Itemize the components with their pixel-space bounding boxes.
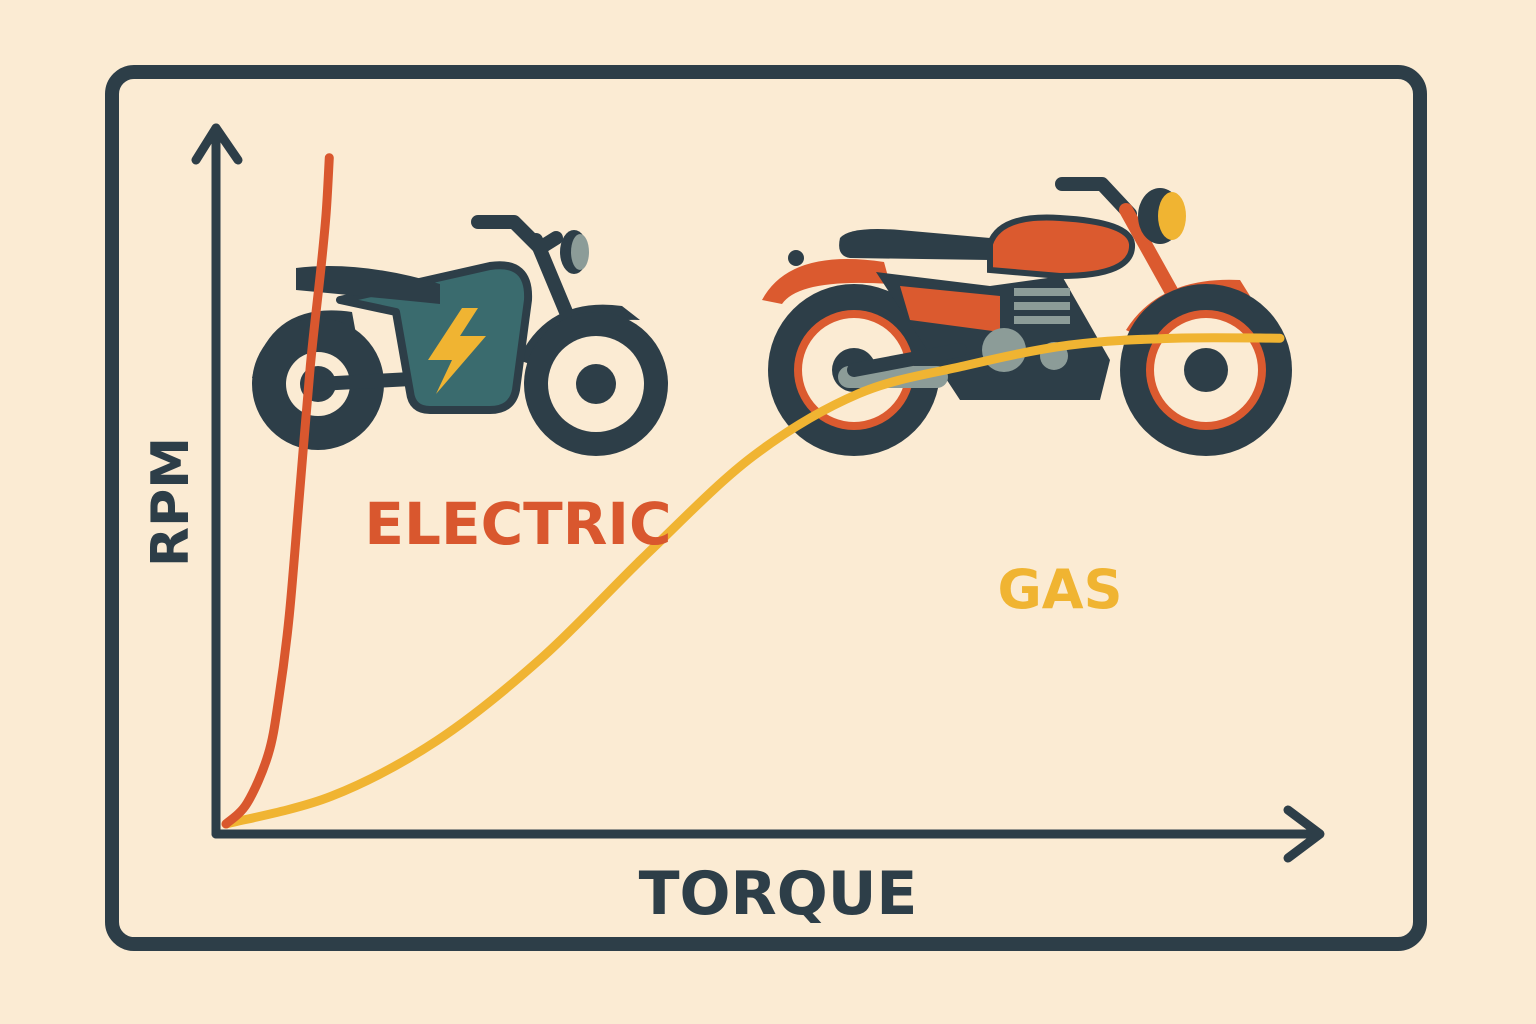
series-layer xyxy=(221,153,1285,829)
chart-frame xyxy=(105,65,1427,951)
x-axis-arrowhead xyxy=(1283,805,1325,863)
gas-motorcycle-icon xyxy=(762,177,1292,456)
lightning-bolt-icon xyxy=(428,308,486,394)
y-axis-arrowhead xyxy=(191,123,243,165)
y-axis-label: RPM xyxy=(141,437,201,567)
electric-motorcycle-icon xyxy=(252,215,668,456)
series-line-gas xyxy=(221,333,1285,829)
axes xyxy=(191,123,1325,863)
series-label-gas: GAS xyxy=(997,558,1122,621)
x-axis-label: TORQUE xyxy=(639,859,918,929)
series-line-electric xyxy=(221,153,334,829)
series-label-electric: ELECTRIC xyxy=(364,490,671,558)
